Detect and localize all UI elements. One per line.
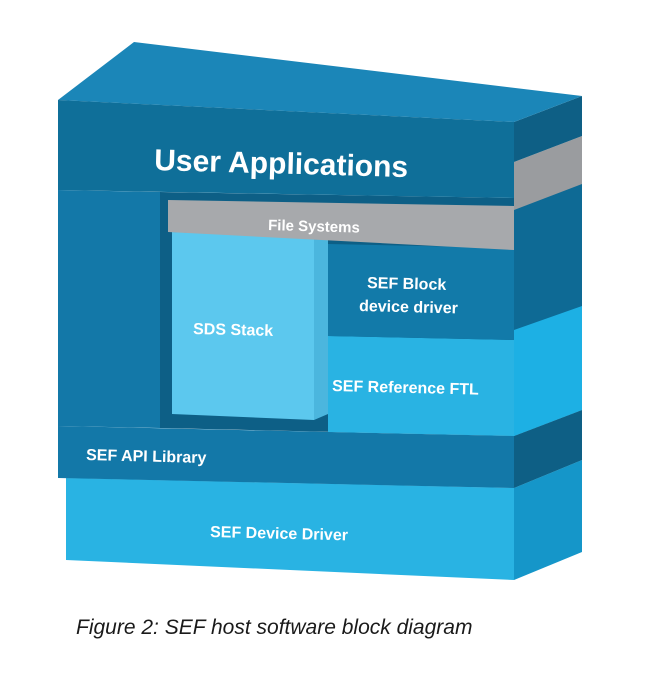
sds-stack-label: SDS Stack <box>193 321 274 340</box>
right-side-structure <box>514 160 582 436</box>
sef-block-diagram: User Applications File Systems SDS Stack… <box>58 42 582 580</box>
user-applications-layer <box>58 42 582 198</box>
sef-reference-ftl-layer <box>328 336 514 436</box>
sef-block-label-line2: device driver <box>359 298 458 317</box>
user-applications-label: User Applications <box>154 144 409 184</box>
sds-stack-layer <box>172 232 328 420</box>
sef-reference-ftl-label: SEF Reference FTL <box>332 378 479 399</box>
figure-caption: Figure 2: SEF host software block diagra… <box>76 616 473 639</box>
file-systems-label: File Systems <box>268 217 360 237</box>
sef-api-library-label: SEF API Library <box>86 447 207 467</box>
sef-block-driver-layer <box>328 244 514 340</box>
sef-block-label-line1: SEF Block <box>367 275 447 294</box>
sef-device-driver-label: SEF Device Driver <box>210 524 348 544</box>
